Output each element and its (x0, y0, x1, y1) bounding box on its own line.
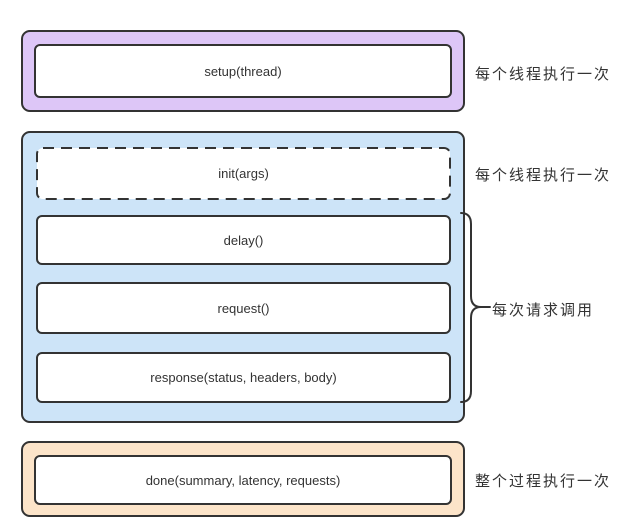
response-box: response(status, headers, body) (36, 352, 451, 403)
done-box: done(summary, latency, requests) (34, 455, 452, 505)
response-box-label: response(status, headers, body) (150, 370, 337, 385)
setup-side-label: 每个线程执行一次 (475, 66, 612, 83)
dashed-border (36, 147, 451, 200)
init-side-label: 每个线程执行一次 (475, 167, 612, 184)
request-box-label: request() (217, 300, 270, 316)
setup-box-label: setup(thread) (204, 63, 282, 79)
curly-brace (460, 212, 491, 403)
setup-box: setup(thread) (34, 44, 452, 98)
request-box: request() (36, 282, 451, 334)
done-group: done(summary, latency, requests) (21, 441, 465, 517)
thread-group: init(args) delay() request() response(st… (21, 131, 465, 423)
setup-group: setup(thread) (21, 30, 465, 112)
init-box: init(args) (36, 147, 451, 200)
delay-box-label: delay() (223, 232, 264, 248)
done-side-label: 整个过程执行一次 (475, 473, 612, 490)
done-box-label: done(summary, latency, requests) (145, 472, 341, 488)
delay-box: delay() (36, 215, 451, 265)
init-box-label: init(args) (218, 166, 269, 181)
brace-label: 每次请求调用 (492, 302, 595, 319)
